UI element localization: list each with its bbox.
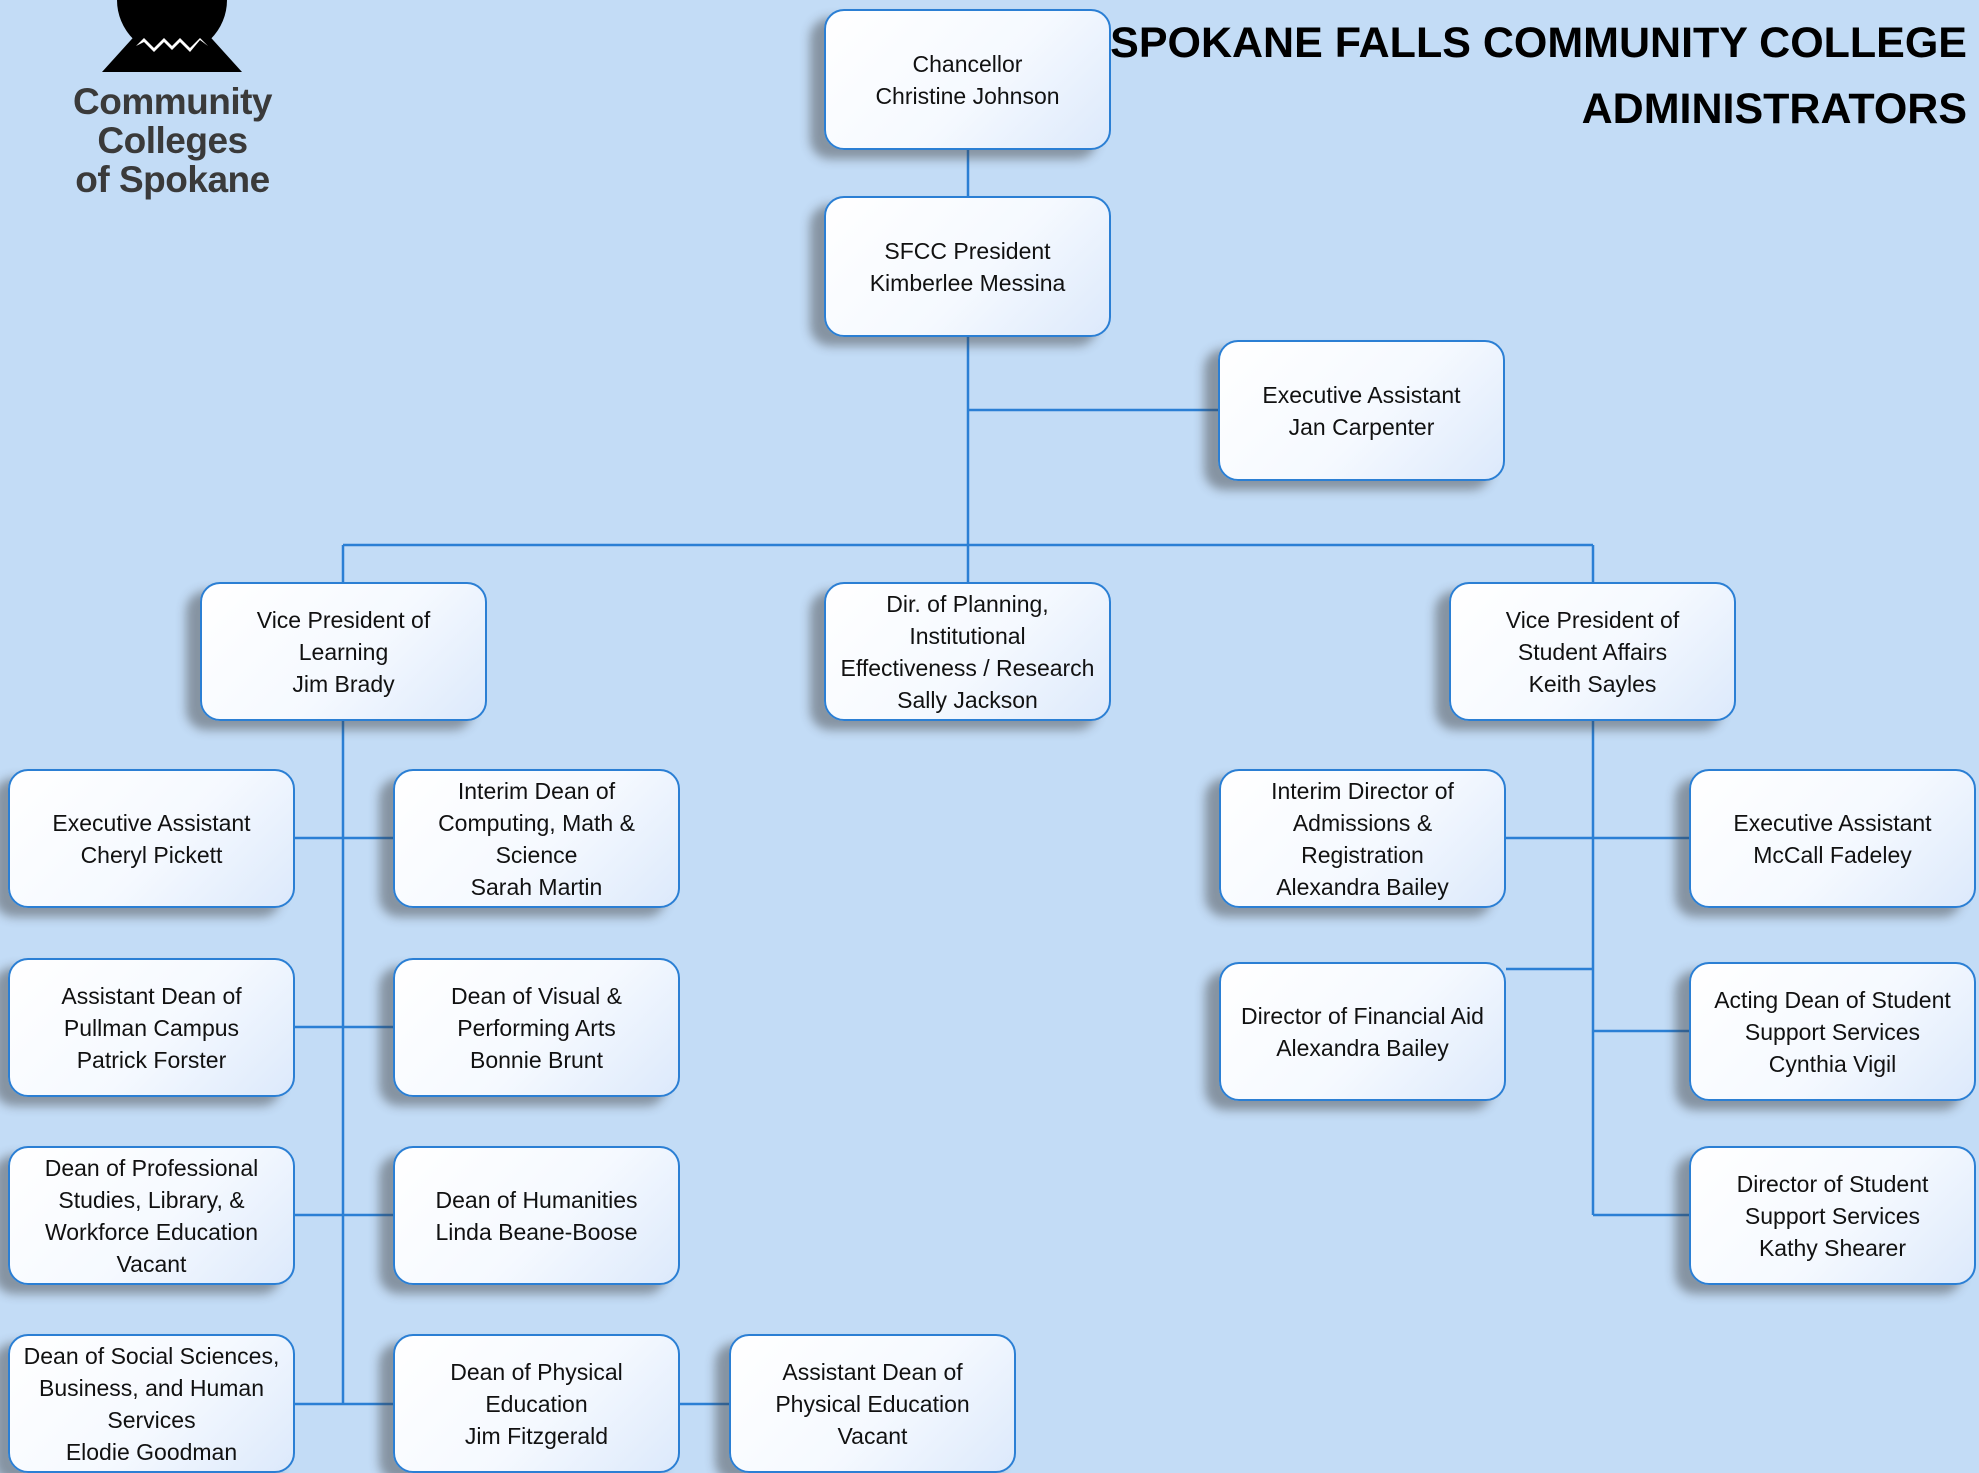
node-vp-student-affairs: Vice President of Student Affairs Keith … xyxy=(1449,582,1736,721)
node-vp-learning: Vice President of Learning Jim Brady xyxy=(200,582,487,721)
node-chancellor-text: Chancellor Christine Johnson xyxy=(875,50,1060,109)
node-president-text: SFCC President Kimberlee Messina xyxy=(869,237,1066,296)
node-director-financial-aid: Director of Financial Aid Alexandra Bail… xyxy=(1219,962,1506,1101)
node-dean-physical-education-text: Dean of Physical Education Jim Fitzgeral… xyxy=(450,1358,623,1449)
node-assistant-dean-physical-education: Assistant Dean of Physical Education Vac… xyxy=(729,1334,1016,1473)
node-director-student-support: Director of Student Support Services Kat… xyxy=(1689,1146,1976,1285)
node-dean-social-sciences: Dean of Social Sciences, Business, and H… xyxy=(8,1334,295,1473)
node-dean-computing: Interim Dean of Computing, Math & Scienc… xyxy=(393,769,680,908)
node-dean-social-sciences-text: Dean of Social Sciences, Business, and H… xyxy=(23,1342,280,1465)
node-vp-learning-text: Vice President of Learning Jim Brady xyxy=(256,606,431,697)
node-executive-assistant-learning: Executive Assistant Cheryl Pickett xyxy=(8,769,295,908)
node-director-admissions: Interim Director of Admissions & Registr… xyxy=(1219,769,1506,908)
node-director-student-support-text: Director of Student Support Services Kat… xyxy=(1736,1170,1929,1261)
node-director-financial-aid-text: Director of Financial Aid Alexandra Bail… xyxy=(1241,1002,1484,1061)
node-executive-assistant-president: Executive Assistant Jan Carpenter xyxy=(1218,340,1505,481)
page-title: SPOKANE FALLS COMMUNITY COLLEGE ADMINIST… xyxy=(1110,19,1967,133)
node-dean-visual-arts-text: Dean of Visual & Performing Arts Bonnie … xyxy=(451,982,622,1073)
node-executive-assistant-president-text: Executive Assistant Jan Carpenter xyxy=(1262,381,1461,440)
node-dean-visual-arts: Dean of Visual & Performing Arts Bonnie … xyxy=(393,958,680,1097)
node-director-admissions-text: Interim Director of Admissions & Registr… xyxy=(1271,777,1454,900)
node-executive-assistant-learning-text: Executive Assistant Cheryl Pickett xyxy=(52,809,251,868)
node-assistant-dean-pullman: Assistant Dean of Pullman Campus Patrick… xyxy=(8,958,295,1097)
node-dir-planning-text: Dir. of Planning, Institutional Effectiv… xyxy=(840,590,1095,713)
node-dir-planning: Dir. of Planning, Institutional Effectiv… xyxy=(824,582,1111,721)
node-dean-professional-studies: Dean of Professional Studies, Library, &… xyxy=(8,1146,295,1285)
node-assistant-dean-physical-education-text: Assistant Dean of Physical Education Vac… xyxy=(775,1358,970,1449)
node-assistant-dean-pullman-text: Assistant Dean of Pullman Campus Patrick… xyxy=(61,982,242,1073)
node-dean-humanities: Dean of Humanities Linda Beane-Boose xyxy=(393,1146,680,1285)
logo: Community Colleges of Spokane xyxy=(0,0,360,199)
node-dean-humanities-text: Dean of Humanities Linda Beane-Boose xyxy=(435,1186,638,1245)
logo-wordmark: Community Colleges of Spokane xyxy=(73,81,273,200)
node-executive-assistant-student-affairs: Executive Assistant McCall Fadeley xyxy=(1689,769,1976,908)
node-vp-student-affairs-text: Vice President of Student Affairs Keith … xyxy=(1505,606,1680,697)
node-acting-dean-student-support: Acting Dean of Student Support Services … xyxy=(1689,962,1976,1101)
node-dean-professional-studies-text: Dean of Professional Studies, Library, &… xyxy=(44,1154,259,1277)
mountain-logo-icon xyxy=(102,0,242,72)
node-executive-assistant-student-affairs-text: Executive Assistant McCall Fadeley xyxy=(1733,809,1932,868)
node-dean-physical-education: Dean of Physical Education Jim Fitzgeral… xyxy=(393,1334,680,1473)
node-acting-dean-student-support-text: Acting Dean of Student Support Services … xyxy=(1714,986,1951,1077)
node-dean-computing-text: Interim Dean of Computing, Math & Scienc… xyxy=(438,777,635,900)
node-chancellor: Chancellor Christine Johnson xyxy=(824,9,1111,150)
node-president: SFCC President Kimberlee Messina xyxy=(824,196,1111,337)
